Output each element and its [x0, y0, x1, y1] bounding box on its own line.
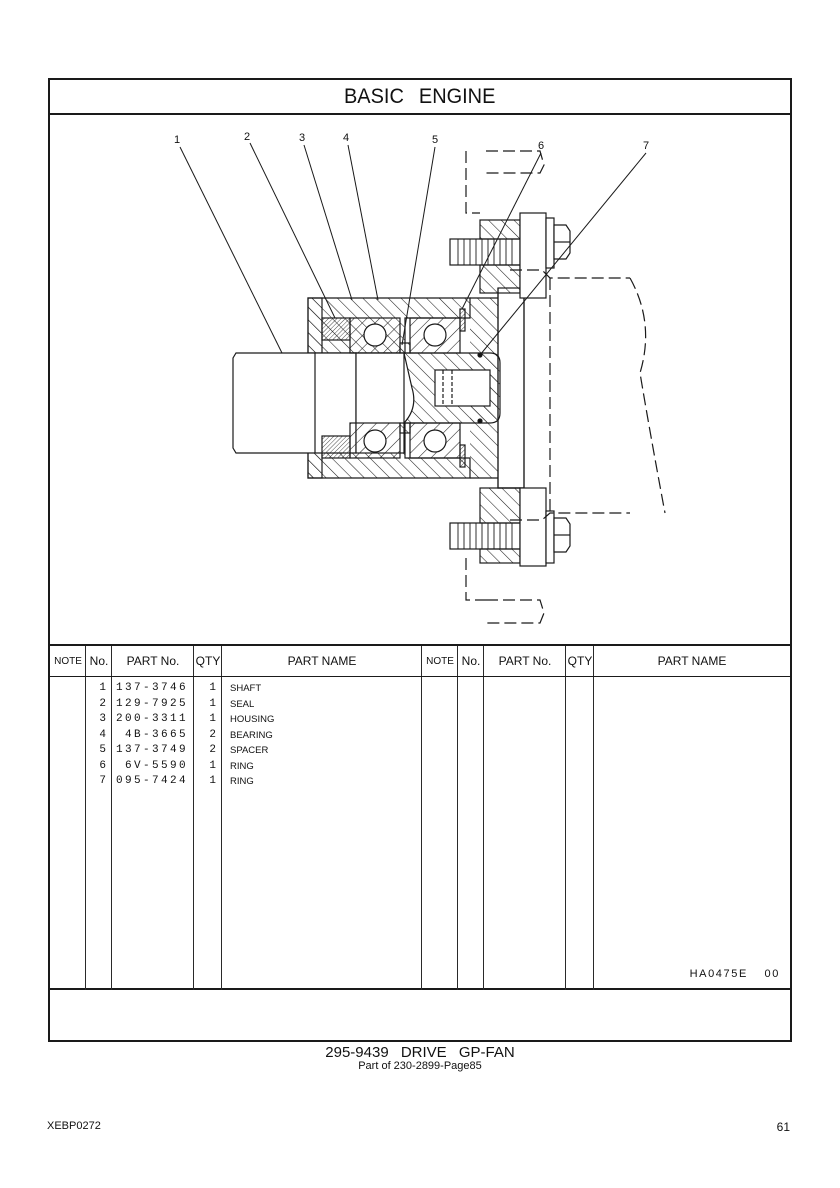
col-partno-left [112, 646, 194, 990]
table-row: 2 129-7925 1 SEAL [50, 697, 422, 713]
quantity: 1 [209, 697, 216, 710]
col-note-right [422, 646, 458, 990]
drawing-code: HA0475E 00 [689, 968, 780, 980]
header-note: NOTE [54, 655, 82, 667]
part-name: HOUSING [230, 714, 275, 725]
table-row: 6 6V-5590 1 RING [50, 759, 422, 775]
quantity: 1 [209, 775, 216, 787]
item-number: 3 [99, 713, 106, 725]
quantity: 1 [209, 759, 216, 772]
header-note-2: NOTE [426, 655, 454, 667]
callout-7: 7 [643, 140, 649, 152]
callout-5: 5 [432, 134, 438, 146]
section-title-bar: BASIC ENGINE [50, 80, 790, 115]
table-row: 1 137-3746 1 SHAFT [50, 681, 422, 697]
assembly-reference: Part of 230-2899-Page85 [358, 1060, 482, 1072]
header-no: No. [89, 654, 109, 668]
header-part-name: PART NAME [287, 654, 357, 668]
header-qty: QTY [195, 654, 221, 668]
callout-1: 1 [174, 134, 180, 146]
callout-2: 2 [244, 131, 250, 143]
part-name: SPACER [230, 745, 269, 756]
header-qty-2: QTY [567, 654, 593, 668]
header-part-name-2: PART NAME [657, 654, 727, 668]
item-number: 5 [99, 744, 106, 756]
header-part-no-2: PART No. [498, 654, 552, 668]
part-name: RING [230, 760, 254, 772]
item-number: 4 [99, 728, 106, 741]
part-number: 137-3746 [115, 682, 188, 694]
table-row: 4 4B-3665 2 BEARING [50, 728, 422, 744]
part-name: BEARING [230, 729, 273, 741]
part-name: SHAFT [230, 683, 262, 694]
table-row: 5 137-3749 2 SPACER [50, 743, 422, 759]
part-number: 6V-5590 [124, 759, 188, 772]
part-number: 200-3311 [115, 713, 188, 725]
item-number: 1 [99, 682, 106, 694]
document-id: XEBP0272 [47, 1120, 101, 1132]
header-part-no: PART No. [126, 654, 180, 668]
leader-lines [179, 142, 647, 356]
quantity: 1 [209, 682, 216, 694]
quantity: 1 [209, 713, 216, 725]
table-header: NOTE No. PART No. QTY PART NAME NOTE No.… [50, 646, 790, 677]
quantity: 2 [209, 744, 216, 756]
col-note-left [50, 646, 86, 990]
assembly-title: 295-9439 DRIVE GP-FAN [325, 1044, 515, 1061]
quantity: 2 [209, 728, 216, 741]
part-number: 129-7925 [115, 697, 188, 710]
table-row: 7 095-7424 1 RING [50, 774, 422, 790]
part-number: 095-7424 [115, 775, 188, 787]
header-no-2: No. [461, 654, 481, 668]
item-number: 7 [99, 775, 106, 787]
callout-4: 4 [343, 132, 349, 144]
col-qty-left [194, 646, 222, 990]
exploded-drawing: 1 2 3 4 5 6 7 [50, 113, 790, 644]
part-name: SEAL [230, 698, 255, 710]
part-number: 4B-3665 [124, 728, 188, 741]
page-number: 61 [776, 1120, 790, 1134]
col-qty-right [566, 646, 594, 990]
table-row: 3 200-3311 1 HOUSING [50, 712, 422, 728]
col-name-left [222, 646, 422, 990]
item-number: 6 [99, 759, 106, 772]
part-number: 137-3749 [115, 744, 188, 756]
col-no-right [458, 646, 484, 990]
caption: 295-9439 DRIVE GP-FAN Part of 230-2899-P… [0, 1044, 840, 1072]
col-partno-right [484, 646, 566, 990]
item-number: 2 [99, 697, 106, 710]
callout-3: 3 [299, 132, 305, 144]
parts-table: NOTE No. PART No. QTY PART NAME NOTE No.… [50, 644, 790, 990]
parts-sheet-frame: BASIC ENGINE [48, 78, 792, 1042]
callout-6: 6 [538, 140, 544, 152]
part-name: RING [230, 776, 254, 787]
col-no-left [86, 646, 112, 990]
section-title: BASIC ENGINE [344, 84, 496, 108]
